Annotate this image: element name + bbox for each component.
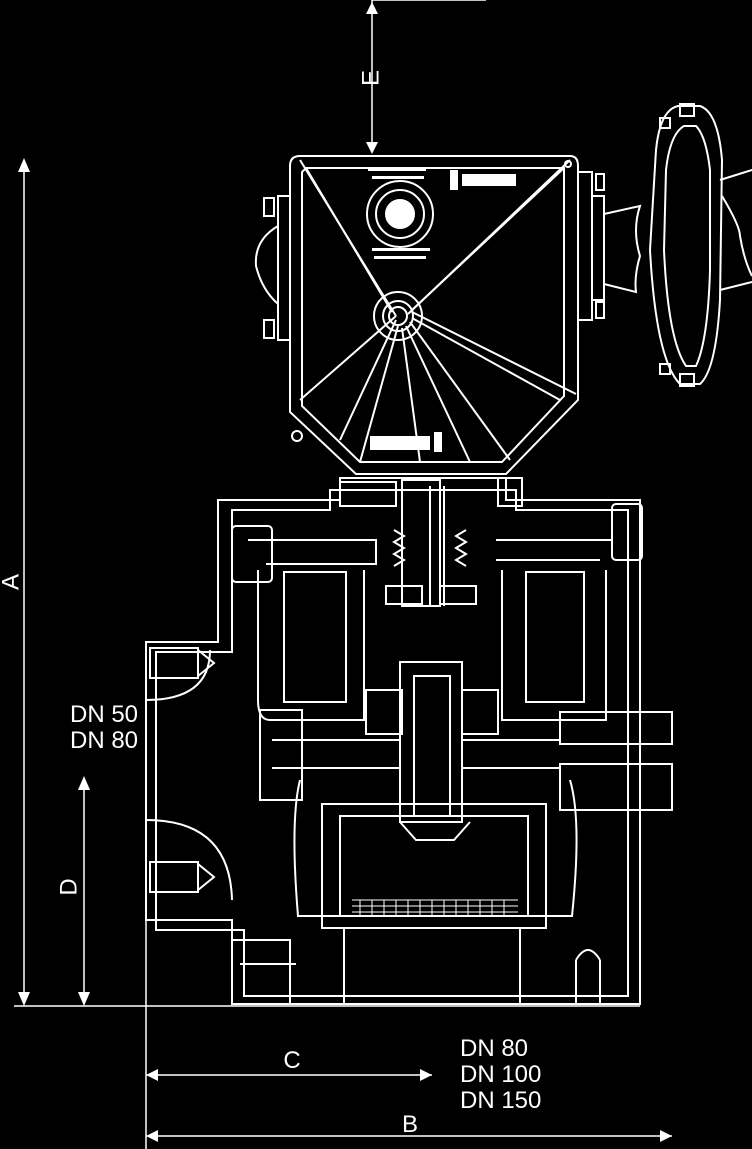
dimension-c: C [145, 915, 432, 1149]
arrowhead-b-right [660, 1130, 672, 1142]
inlet-size-1: DN 50 [70, 701, 138, 728]
dimension-label-b: B [402, 1111, 418, 1138]
arrowhead-c-left [146, 1069, 158, 1081]
outlet-size-2: DN 100 [460, 1061, 541, 1088]
inlet-size-2: DN 80 [70, 727, 138, 754]
arrowhead-d-top [78, 776, 90, 790]
dimension-label-e: E [357, 70, 384, 86]
outlet-size-1: DN 80 [460, 1035, 528, 1062]
handwheel [648, 103, 752, 387]
arrowhead-b-left [146, 1130, 158, 1142]
arrowhead-c-right [420, 1069, 432, 1081]
pump-body [145, 477, 673, 1005]
arrowhead-e-top [366, 2, 378, 14]
gearbox-markings [368, 168, 516, 452]
arrowhead-a-bottom [18, 992, 30, 1006]
impeller-vanes [352, 899, 518, 916]
dimension-d: D [55, 776, 90, 1006]
arrowhead-e-bottom [366, 142, 378, 154]
dimension-e: E [357, 0, 486, 154]
dimension-a: A [0, 158, 30, 1006]
arrowhead-a-top [18, 158, 30, 172]
dimension-label-a: A [0, 574, 24, 590]
outlet-size-3: DN 150 [460, 1087, 541, 1114]
gearbox-left-bracket [254, 195, 290, 341]
outlet-size-labels: DN 80 DN 100 DN 150 [460, 1035, 541, 1114]
gearbox-right-bracket [578, 171, 642, 321]
gearbox-housing [289, 155, 579, 475]
dimension-b: B [146, 1111, 672, 1142]
inlet-size-labels: DN 50 DN 80 [70, 701, 138, 754]
dimension-label-d: D [55, 878, 82, 895]
arrowhead-d-bottom [78, 992, 90, 1006]
dimension-label-c: C [283, 1047, 300, 1074]
